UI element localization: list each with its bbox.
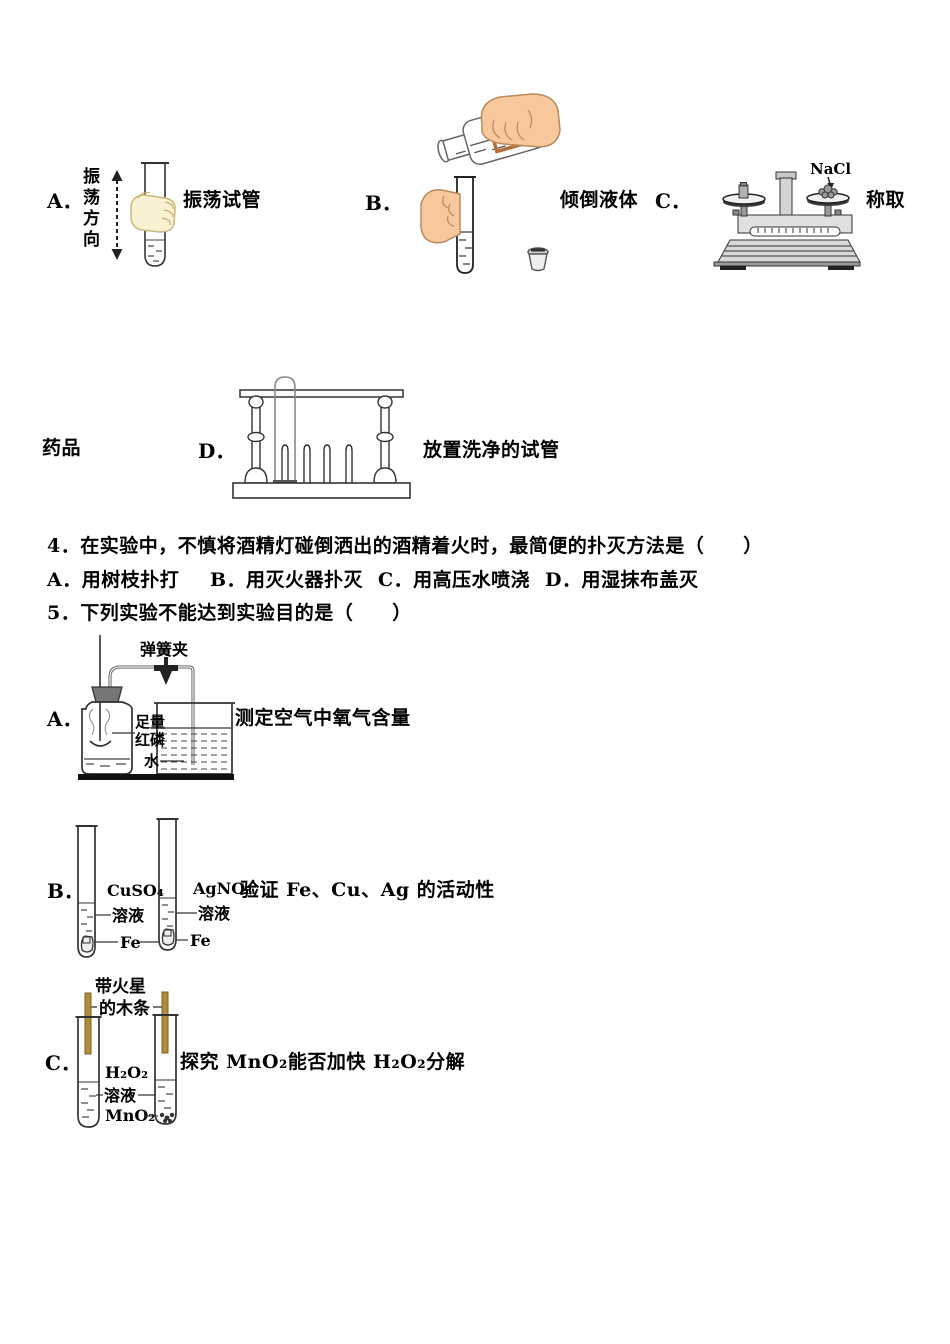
right-foot [828,266,854,270]
q4-option-d: D．用湿抹布盖灭 [545,569,699,591]
right-screw [834,209,842,216]
bottle-water-dashes [84,758,130,767]
hand-finger-lines [137,191,174,226]
right-solution-label: 溶液 [198,904,231,923]
pour-liquid-diagram [420,93,561,274]
q4-option-c: C．用高压水喷浇 [378,569,531,591]
shake-tube-diagram [130,162,176,267]
right-fe-label: Fe [190,931,211,950]
splint-label-2: 的木条 [99,998,151,1019]
nacl-label: NaCl [810,160,851,178]
holding-hand-icon [420,189,461,244]
arrow-head-up [111,170,123,181]
left-screw [732,209,740,216]
gas-collection-bottle [81,701,133,775]
rack-right-post [373,395,397,484]
q5-option-a-caption: 测定空气中氧气含量 [235,707,411,729]
left-test-tube [77,1018,100,1128]
receiving-test-tube [456,178,474,274]
q3-option-d-letter: D． [198,439,236,463]
right-liquid-dashes [158,1086,173,1109]
holding-hand-fingers [442,195,455,227]
tube-rack-diagram [232,376,411,499]
right-liquid-dashes [162,904,174,927]
left-fe-label: Fe [120,933,141,952]
metal-activity-diagram: CuSO₄ 溶液 Fe AgNO₃ 溶液 Fe [75,818,252,958]
inverted-test-tube [274,376,296,483]
pouring-hand-icon [480,93,561,148]
scale-ticks [757,228,829,233]
base-band [713,261,861,267]
q3-option-b-caption: 倾倒液体 [560,189,639,211]
smoke-icon [88,708,111,736]
left-solution-label: 溶液 [112,906,145,925]
liquid-dashes [148,245,162,262]
weight-icon [738,184,749,199]
shake-direction-label: 振荡方向 [79,167,99,251]
q5-option-b-caption: 验证 Fe、Cu、Ag 的活动性 [240,879,495,901]
q3-option-d-caption: 放置洗净的试管 [423,439,560,461]
question-5-stem: 5．下列实验不能达到实验目的是（ ） [47,602,412,624]
base-stripes [721,245,857,257]
pouring-hand-fingers [492,109,533,141]
right-splint [161,991,169,1054]
rack-left-post [244,395,268,484]
arrow-head-down [111,249,123,260]
mno2-particles [159,1112,175,1123]
splint-label-1: 带火星 [95,976,146,997]
q5-option-c-letter: C． [45,1051,81,1075]
right-iron-detail [163,929,172,937]
hand-icon [130,194,176,233]
rider-scale [749,226,841,237]
combustion-spoon [89,740,112,747]
catalyst-diagram: 带火星 的木条 H₂O₂ 溶液 MnO₂ [75,976,179,1128]
left-foot [720,266,746,270]
right-test-tube [158,820,177,951]
balance-diagram: NaCl [713,160,861,270]
q3-option-c-caption: 称取 [866,189,906,211]
cuso4-label: CuSO₄ [107,881,164,900]
q5-option-c-caption: 探究 MnO₂能否加快 H₂O₂分解 [180,1051,466,1073]
left-iron-detail [82,936,91,944]
bench-base [78,774,234,780]
rack-pegs [281,444,353,483]
left-splint [84,992,92,1055]
question-4-stem: 4．在实验中，不慎将酒精灯碰倒洒出的酒精着火时，最简便的扑灭方法是（ ） [47,535,763,557]
phosphorus-label-2: 红磷 [135,731,166,749]
agno3-label: AgNO₃ [192,879,252,898]
q5-option-b-letter: B． [47,879,84,903]
beaker-water-dashes [161,733,228,770]
q3-option-a-caption: 振荡试管 [183,189,262,211]
solution-label: 溶液 [104,1086,137,1105]
q3-option-b-letter: B． [365,191,402,215]
left-liquid-dashes [81,1088,96,1118]
rack-top-bar [239,389,404,398]
water-label: 水 [144,752,160,770]
shake-arrow-icon [111,170,123,260]
oxygen-apparatus-diagram: 弹簧夹 足量 红磷 水 [78,635,235,780]
q5-option-a-letter: A． [47,707,83,731]
clamp-label: 弹簧夹 [140,640,188,659]
bottle-stopper [91,686,123,703]
phosphorus-label-1: 足量 [135,713,165,731]
left-liquid-dashes [81,909,93,932]
q4-option-a: A．用树枝扑打 [47,569,180,591]
nacl-pile [818,184,838,199]
rack-base [232,482,411,499]
mno2-label: MnO₂ [105,1106,155,1125]
pinch-clamp-icon [154,657,178,685]
weight-knob [740,182,747,187]
balance-pillar [779,177,793,221]
right-test-tube [154,1016,177,1125]
q3-option-a-letter: A． [47,189,83,213]
q4-option-b: B．用灭火器扑灭 [210,569,364,591]
q3-option-c-letter: C． [655,189,691,213]
h2o2-label: H₂O₂ [105,1063,148,1082]
inverted-tube-mouth [273,480,297,484]
q3-option-c-caption-wrap: 药品 [42,437,82,459]
glass-stopper-icon [528,253,548,272]
